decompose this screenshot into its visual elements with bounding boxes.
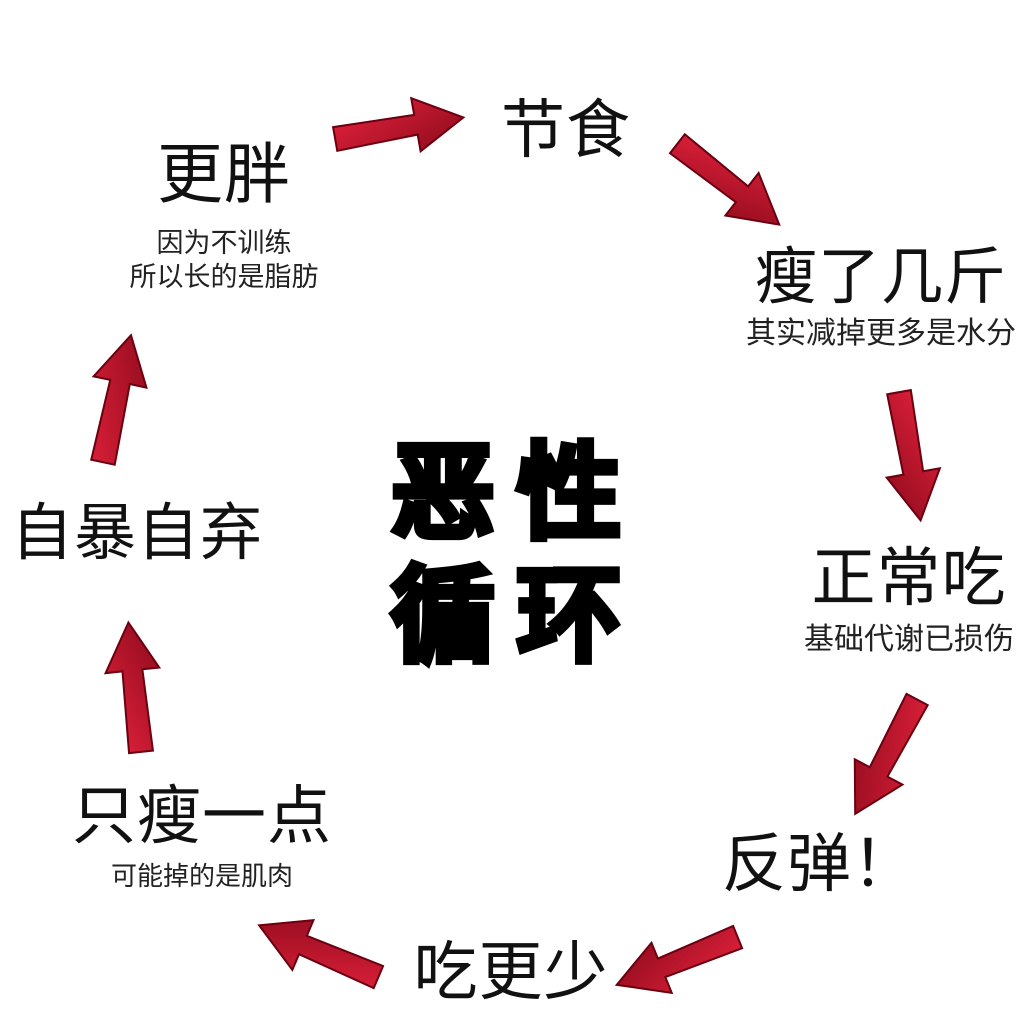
arrow-diet-to-lost-weight <box>668 132 781 226</box>
arrow-eat-normal-to-rebound <box>853 692 930 816</box>
node-diet: 节食 <box>496 94 636 168</box>
node-lose-little-title: 只瘦一点 <box>72 780 332 854</box>
node-give-up-title: 自暴自弃 <box>10 496 263 569</box>
node-lose-little-subtitle: 可能掉的是肌肉 <box>110 862 293 893</box>
arrow-lost-weight-to-eat-normal <box>884 388 942 523</box>
node-eat-normal-title: 正常吃 <box>811 542 1007 616</box>
node-lost-weight: 瘦了几斤 其实减掉更多是水分 <box>736 244 1026 353</box>
center-title: 恶性 循环 <box>386 429 648 680</box>
node-fatter-title: 更胖 <box>157 136 291 213</box>
arrow-fatter-to-diet <box>331 96 466 154</box>
node-fatter: 更胖 因为不训练 所以长的是脂肪 <box>104 140 344 295</box>
arrow-eat-less-to-lose-little <box>257 919 385 990</box>
node-eat-normal: 正常吃 基础代谢已损伤 <box>796 542 1022 659</box>
center-title-line2: 循环 <box>388 552 643 680</box>
node-give-up: 自暴自弃 <box>4 500 270 565</box>
node-eat-normal-subtitle: 基础代谢已损伤 <box>804 622 1014 658</box>
arrow-give-up-to-fatter <box>90 333 148 466</box>
arrow-rebound-to-eat-less <box>614 924 744 995</box>
node-lost-weight-subtitle: 其实减掉更多是水分 <box>746 316 1016 352</box>
node-fatter-subtitle-line1: 因为不训练 <box>156 228 292 260</box>
center-title-line1: 恶性 <box>388 429 643 557</box>
node-rebound-title: 反弹！ <box>722 828 917 902</box>
node-diet-title: 节食 <box>501 94 631 168</box>
node-lose-little: 只瘦一点 可能掉的是肌肉 <box>62 780 342 894</box>
node-lost-weight-title: 瘦了几斤 <box>754 240 1007 313</box>
node-rebound: 反弹！ <box>722 828 922 902</box>
node-fatter-subtitle-line2: 所以长的是脂肪 <box>129 262 319 294</box>
node-eat-less: 吃更少 <box>408 936 614 1010</box>
arrow-lose-little-to-give-up <box>103 620 162 755</box>
node-eat-less-title: 吃更少 <box>413 936 609 1010</box>
